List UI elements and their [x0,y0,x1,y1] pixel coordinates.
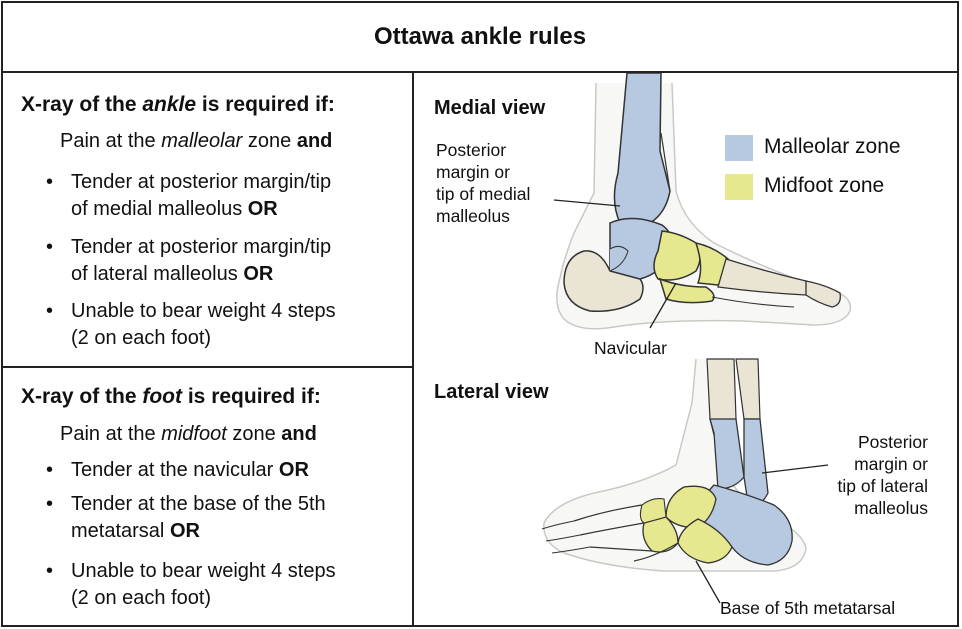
midfoot-zone-label: Midfoot zone [764,174,885,197]
midfoot-zone-swatch [725,174,753,200]
medial-malleolus-annotation: Posterior margin or tip of medial malleo… [436,140,531,226]
bullet-dot: • [46,459,54,481]
ankle-intro: Pain at the malleolar zone and [60,130,333,152]
ankle-heading: X-ray of the ankle is required if: [21,93,335,116]
ankle-bullet-medial: Tender at posterior margin/tip of medial… [71,171,332,220]
base-5th-metatarsal-label: Base of 5th metatarsal [720,598,896,618]
foot-intro: Pain at the midfoot zone and [60,423,317,445]
medial-view-label: Medial view [434,97,546,119]
bullet-dot: • [46,171,54,193]
title-box: Ottawa ankle rules [1,1,959,73]
illustration-panel: Medial view Lateral view Posterior margi… [412,71,959,627]
lateral-foot-drawing [541,358,807,572]
medial-foot-drawing [556,73,852,330]
ankle-criteria-panel: X-ray of the ankle is required if: Pain … [1,71,414,368]
lateral-view-label: Lateral view [434,381,549,403]
leader-line-medial-malleolus [553,199,621,207]
bullet-dot: • [46,493,54,515]
foot-heading: X-ray of the foot is required if: [21,385,321,408]
foot-bullet-weight: Unable to bear weight 4 steps (2 on each… [71,560,336,609]
foot-bullet-metatarsal: Tender at the base of the 5th metatarsal… [71,493,326,542]
ankle-bullet-weight: Unable to bear weight 4 steps (2 on each… [71,300,336,349]
bullet-dot: • [46,300,54,322]
foot-illustrations [541,73,852,604]
foot-criteria-panel: X-ray of the foot is required if: Pain a… [1,366,414,627]
malleolar-zone-label: Malleolar zone [764,135,901,158]
leader-line-lateral-malleolus [761,464,829,474]
leader-line-navicular [649,282,677,329]
malleolar-zone-swatch [725,135,753,161]
leader-line-5th-metatarsal [695,560,721,604]
lateral-malleolus-annotation: Posterior margin or tip of lateral malle… [837,432,928,518]
bullet-dot: • [46,560,54,582]
foot-bullet-navicular: Tender at the navicular OR [71,459,309,481]
bullet-dot: • [46,236,54,258]
figure-title: Ottawa ankle rules [373,23,587,50]
navicular-label: Navicular [594,338,667,358]
ankle-bullet-lateral: Tender at posterior margin/tip of latera… [71,236,332,285]
